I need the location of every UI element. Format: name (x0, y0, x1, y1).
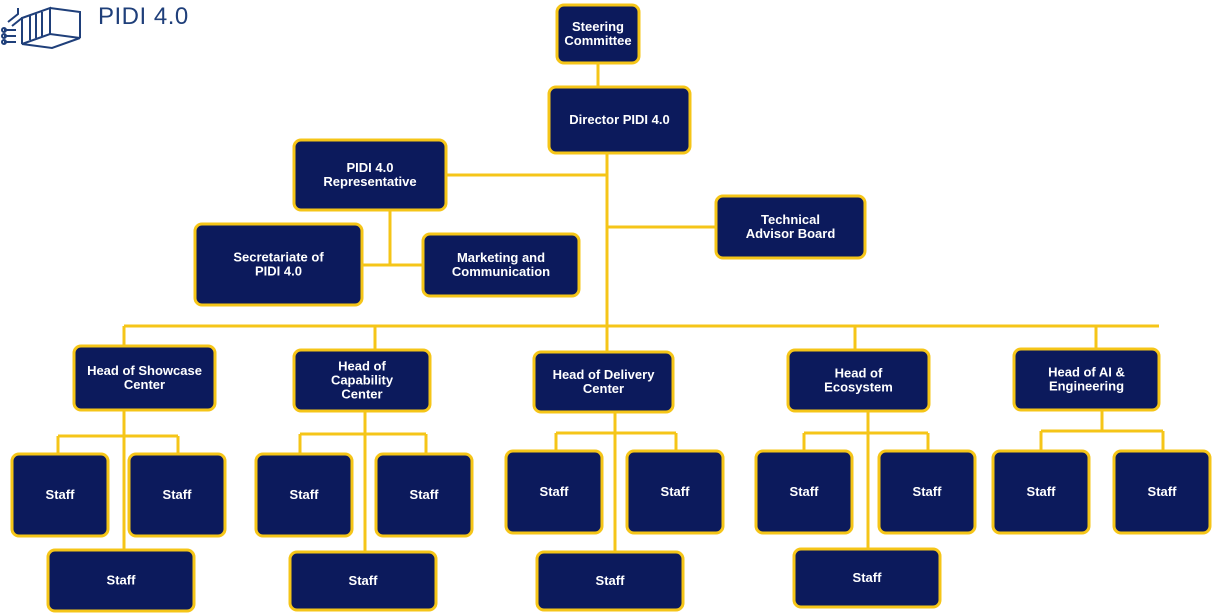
node-staff-9: Staff (991, 449, 1091, 535)
node-label: Staff (790, 484, 820, 499)
node-label: Head of (338, 359, 386, 374)
node-label: Advisor Board (746, 226, 836, 241)
node-label: Technical (761, 212, 820, 227)
node-label: Head of Showcase (87, 363, 202, 378)
node-label: Capability (331, 373, 394, 388)
node-box (254, 452, 354, 538)
node-head-ai: Head of AI &Engineering (1012, 347, 1161, 412)
node-label: Staff (1148, 484, 1178, 499)
node-box (1112, 449, 1212, 535)
node-box (288, 550, 438, 612)
node-box (754, 449, 854, 535)
node-box (72, 344, 217, 412)
node-staff-14: Staff (792, 547, 942, 609)
node-box (877, 449, 977, 535)
node-label: Staff (163, 487, 193, 502)
node-label: Marketing and (457, 250, 545, 265)
node-box (786, 348, 931, 413)
node-box (10, 452, 110, 538)
node-staff-10: Staff (1112, 449, 1212, 535)
node-label: PIDI 4.0 (255, 264, 302, 279)
node-box (555, 3, 641, 65)
node-box (714, 194, 867, 260)
node-label: Staff (661, 484, 691, 499)
node-label: Head of AI & (1048, 365, 1125, 380)
node-label: Staff (349, 573, 379, 588)
node-label: Staff (853, 570, 883, 585)
node-staff-1: Staff (10, 452, 110, 538)
node-label: Engineering (1049, 379, 1124, 394)
node-staff-13: Staff (535, 550, 685, 612)
node-label: PIDI 4.0 (347, 160, 394, 175)
connectors (56, 63, 1165, 552)
circuit-building-logo-icon (0, 0, 95, 50)
node-box (1012, 347, 1161, 412)
node-box (292, 348, 432, 413)
node-label: Center (341, 387, 382, 402)
node-box (532, 350, 675, 414)
node-label: Ecosystem (824, 380, 893, 395)
node-box (292, 138, 448, 212)
node-director: Director PIDI 4.0 (547, 85, 692, 155)
node-label: Staff (46, 487, 76, 502)
node-label: Committee (564, 33, 631, 48)
node-staff-8: Staff (877, 449, 977, 535)
node-label: Steering (572, 19, 624, 34)
node-staff-5: Staff (504, 449, 604, 535)
node-box (535, 550, 685, 612)
node-box (991, 449, 1091, 535)
node-label: Center (124, 377, 165, 392)
node-box (46, 548, 196, 613)
node-staff-7: Staff (754, 449, 854, 535)
node-staff-12: Staff (288, 550, 438, 612)
node-staff-11: Staff (46, 548, 196, 613)
node-label: Staff (1027, 484, 1057, 499)
node-label: Director PIDI 4.0 (569, 112, 669, 127)
brand-name: PIDI 4.0 (98, 3, 189, 30)
node-label: Center (583, 381, 624, 396)
node-box (421, 232, 581, 298)
node-box (792, 547, 942, 609)
node-staff-2: Staff (127, 452, 227, 538)
node-box (625, 449, 725, 535)
node-label: Staff (596, 573, 626, 588)
node-staff-6: Staff (625, 449, 725, 535)
node-box (374, 452, 474, 538)
node-label: Secretariate of (233, 250, 324, 265)
node-label: Communication (452, 264, 550, 279)
node-label: Staff (290, 487, 320, 502)
node-label: Head of Delivery (553, 367, 656, 382)
node-label: Staff (410, 487, 440, 502)
node-box (193, 222, 364, 307)
node-label: Head of (835, 366, 883, 381)
node-label: Staff (913, 484, 943, 499)
node-label: Staff (540, 484, 570, 499)
node-box (504, 449, 604, 535)
node-box (127, 452, 227, 538)
node-label: Staff (107, 573, 137, 588)
node-staff-4: Staff (374, 452, 474, 538)
node-label: Representative (323, 174, 416, 189)
node-box (547, 85, 692, 155)
node-staff-3: Staff (254, 452, 354, 538)
